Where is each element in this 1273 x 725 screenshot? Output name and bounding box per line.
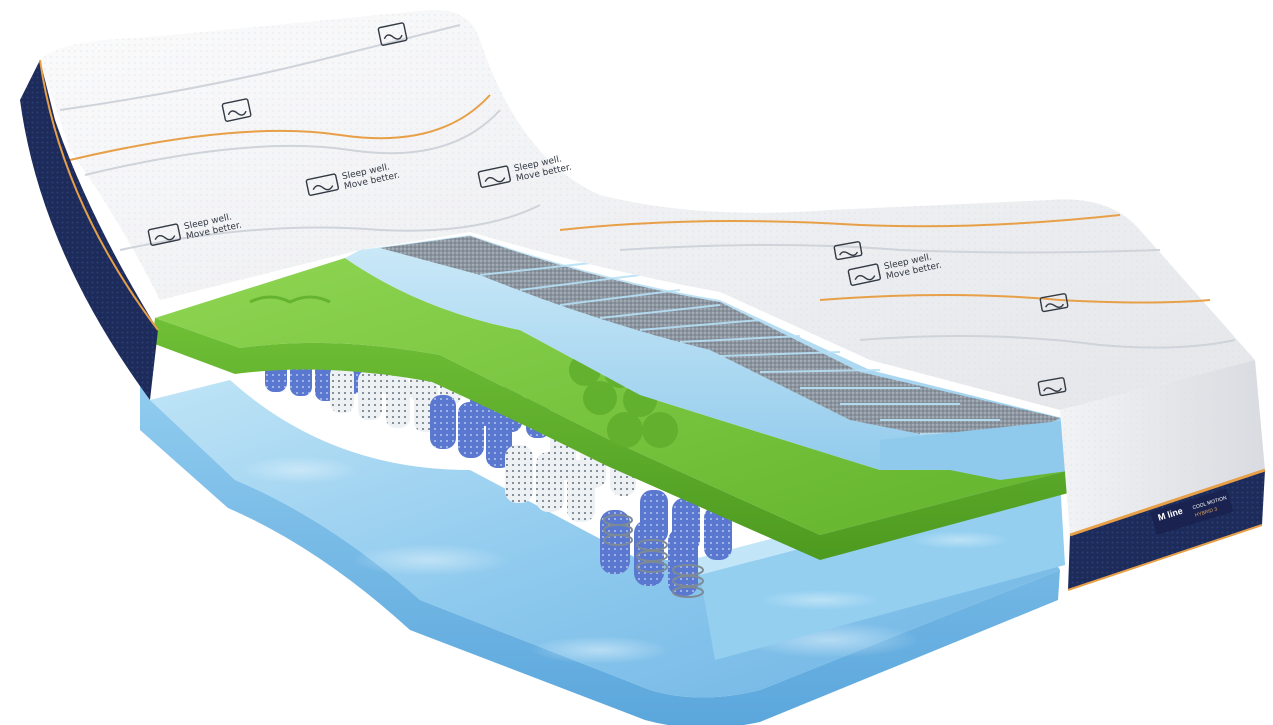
wave-square-logo-icon xyxy=(305,173,339,196)
wave-square-logo-icon xyxy=(833,241,863,261)
cover-quilt-lines xyxy=(59,24,1236,349)
front-foam-rail xyxy=(700,480,1065,660)
profiled-grey-foam xyxy=(380,236,1060,450)
wave-square-logo-icon xyxy=(477,165,511,188)
wave-square-logo-icon xyxy=(147,223,181,246)
piping-right xyxy=(1069,468,1266,537)
wave-square-logo-icon xyxy=(377,22,408,46)
profile-ridges xyxy=(479,261,1041,435)
navy-border-left xyxy=(20,60,158,400)
wave-square-logo-icon xyxy=(847,263,881,286)
comfort-foam-front xyxy=(880,420,1075,480)
base-foam-front xyxy=(140,330,1060,725)
wave-square-logo-icon xyxy=(1037,377,1067,397)
exposed-coil-springs xyxy=(603,514,704,598)
brand-label: M line COOL MOTION HYBRID 3 xyxy=(1150,489,1234,535)
wave-square-logo-icon xyxy=(221,98,252,122)
wave-square-logo-icon xyxy=(1039,293,1069,313)
